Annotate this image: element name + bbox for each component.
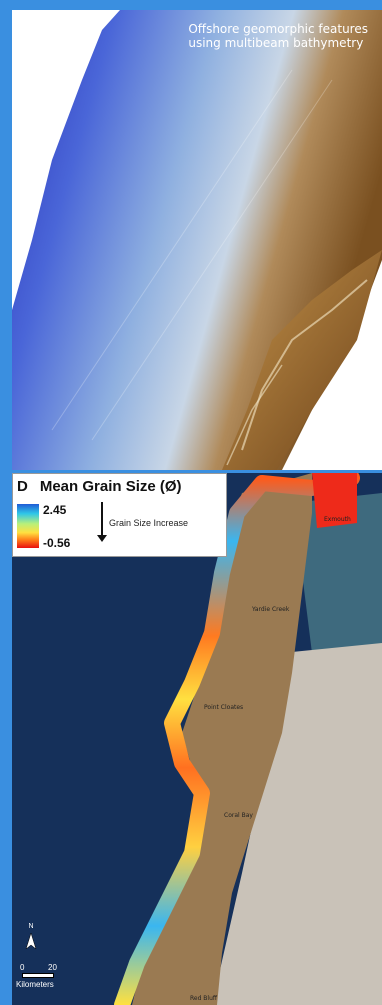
exmouth-hotspot	[312, 473, 357, 528]
legend-arrow-note: Grain Size Increase	[109, 518, 189, 528]
grain-size-legend: D Mean Grain Size (Ø) 2.45 -0.56 Grain Si…	[12, 473, 227, 557]
seafloor-lineation	[91, 79, 333, 441]
shelf-area	[222, 250, 382, 470]
grain-size-map-panel: D Mean Grain Size (Ø) 2.45 -0.56 Grain Si…	[12, 473, 382, 1005]
scale-end: 20	[48, 963, 57, 972]
north-arrow-icon	[25, 933, 37, 949]
bathymetry-panel: Offshore geomorphic features using multi…	[12, 10, 382, 470]
place-label: Point Cloates	[204, 704, 244, 711]
seafloor-lineation	[51, 69, 293, 431]
caption: Offshore geomorphic features using multi…	[188, 22, 368, 50]
land-inland	[212, 643, 382, 1005]
place-label: Exmouth	[324, 516, 351, 523]
legend-title-text: Mean Grain Size (Ø)	[39, 478, 182, 495]
place-label: Yardie Creek	[252, 606, 290, 613]
legend-min-value: -0.56	[43, 536, 71, 550]
place-label: Coral Bay	[224, 812, 253, 819]
grain-size-coastal-band	[114, 473, 360, 1005]
scale-unit: Kilometers	[16, 980, 54, 989]
north-label: N	[28, 923, 34, 930]
ridge-line	[226, 364, 283, 466]
ridge-line	[241, 279, 368, 451]
scale-bar	[22, 973, 54, 978]
legend-title: D Mean Grain Size (Ø)	[17, 478, 182, 495]
swath-area	[12, 10, 382, 470]
scale-start: 0	[20, 963, 25, 972]
legend-max-value: 2.45	[43, 503, 67, 517]
gulf-water	[292, 493, 382, 673]
bathymetry-image	[12, 10, 382, 470]
satellite-map	[12, 473, 382, 1005]
color-ramp	[17, 504, 39, 548]
cape-range	[132, 473, 312, 1005]
place-label: Red Bluff	[190, 995, 218, 1002]
caption-line: using multibeam bathymetry	[188, 36, 364, 50]
caption-line: Offshore geomorphic features	[188, 22, 368, 36]
down-arrow-icon	[97, 502, 107, 542]
panel-letter: D	[17, 478, 28, 495]
